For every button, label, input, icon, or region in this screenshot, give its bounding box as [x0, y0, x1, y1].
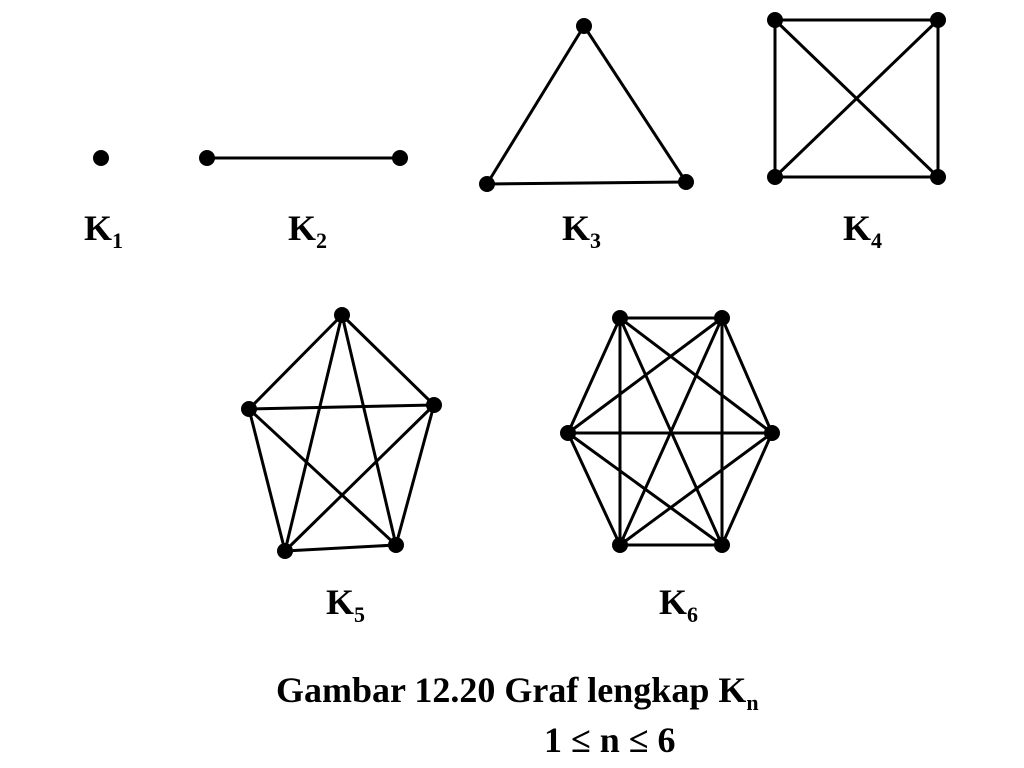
label-k1: K1: [84, 208, 123, 252]
label-k1-sub: 1: [112, 228, 124, 253]
label-k1-base: K: [84, 208, 113, 248]
label-k6-base: K: [659, 582, 688, 622]
k6-edge-15: [566, 432, 622, 546]
k4-vertex-4: [930, 169, 946, 185]
k4-edge-4: [773, 18, 940, 179]
k5-edge-8: [284, 543, 397, 553]
k5-edge-3: [283, 314, 344, 552]
label-k4-sub: 4: [871, 228, 883, 253]
label-k2-base: K: [288, 208, 317, 248]
k5-edge-1: [340, 313, 436, 407]
k6-vertex-3: [764, 425, 780, 441]
label-k6: K6: [659, 582, 698, 626]
k5-vertex-5: [241, 401, 257, 417]
k5-vertex-3: [388, 537, 404, 553]
k6-vertex-4: [714, 537, 730, 553]
label-k3-base: K: [562, 208, 591, 248]
k5-edge-5: [394, 404, 436, 546]
k6-vertex-2: [714, 310, 730, 326]
graph-k5: [241, 307, 442, 559]
caption-range: 1 ≤ n ≤ 6: [544, 720, 676, 760]
label-k2: K2: [288, 208, 327, 252]
k5-edge-7: [248, 403, 435, 411]
k5-edge-2: [340, 314, 398, 546]
k3-edge-1: [485, 25, 586, 185]
label-k5: K5: [326, 582, 365, 626]
k5-edge-6: [283, 403, 436, 553]
k4-vertex-2: [930, 12, 946, 28]
k3-edge-3: [486, 180, 687, 186]
k6-edge-9: [567, 316, 723, 435]
graph-k2: [199, 150, 408, 166]
k6-edge-14: [567, 431, 723, 547]
label-k5-sub: 5: [354, 602, 366, 627]
k5-vertex-1: [334, 307, 350, 323]
k3-vertex-2: [479, 176, 495, 192]
k5-edge-9: [247, 407, 398, 547]
k5-vertex-2: [426, 397, 442, 413]
graph-k6: [560, 310, 780, 553]
k6-edge-10: [720, 432, 774, 546]
k6-edge-11: [619, 431, 773, 547]
caption-prefix: Gambar 12.20 Graf lengkap K: [276, 670, 747, 710]
k6-vertex-1: [612, 310, 628, 326]
k3-vertex-1: [576, 18, 592, 34]
k1-vertex-1: [93, 150, 109, 166]
k4-vertex-1: [767, 12, 783, 28]
graph-k1: [93, 150, 109, 166]
k5-vertex-4: [277, 543, 293, 559]
k5-edge-10: [247, 408, 287, 552]
label-k4-base: K: [843, 208, 872, 248]
label-k6-sub: 6: [687, 602, 699, 627]
k4-vertex-3: [767, 169, 783, 185]
k2-vertex-1: [199, 150, 215, 166]
label-k2-sub: 2: [316, 228, 328, 253]
k6-vertex-6: [560, 425, 576, 441]
k3-edge-2: [582, 25, 688, 183]
k6-vertex-5: [612, 537, 628, 553]
caption-subscript: n: [746, 690, 759, 715]
k2-vertex-2: [392, 150, 408, 166]
graph-k4: [767, 12, 946, 185]
graph-k3: [479, 18, 694, 192]
k3-vertex-3: [678, 174, 694, 190]
k5-edge-4: [247, 313, 344, 411]
k6-edge-6: [720, 317, 774, 434]
label-k4: K4: [843, 208, 882, 252]
label-k3-sub: 3: [590, 228, 602, 253]
figure-caption: Gambar 12.20 Graf lengkap Kn: [276, 670, 759, 714]
label-k3: K3: [562, 208, 601, 252]
k6-edge-5: [566, 317, 622, 434]
label-k5-base: K: [326, 582, 355, 622]
